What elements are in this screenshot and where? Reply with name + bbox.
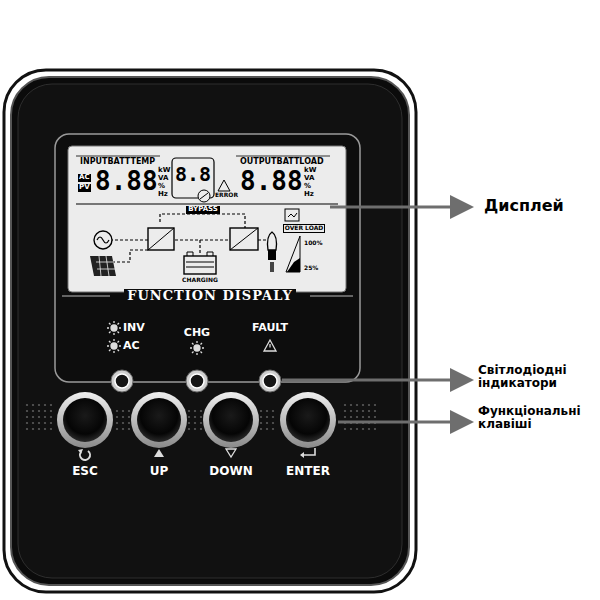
unit-label: kW xyxy=(304,167,316,175)
led-label: AC xyxy=(123,340,140,352)
source-tag: PV xyxy=(78,184,91,192)
load-level: 25% xyxy=(304,265,318,272)
unit-label: kW xyxy=(158,167,170,175)
led-label: INV xyxy=(123,322,145,334)
unit-label: Hz xyxy=(158,191,168,199)
lcd-digits: 8.88 xyxy=(240,167,303,196)
unit-label: VA xyxy=(304,175,314,183)
error-label: ERROR xyxy=(215,192,238,199)
load-level: 100% xyxy=(304,240,323,247)
lcd-digits: 8.8 xyxy=(175,163,211,185)
lcd-digits: 8.88 xyxy=(95,167,158,196)
key-label: ESC xyxy=(72,465,98,478)
led-label: CHG xyxy=(184,327,210,339)
unit-label: % xyxy=(304,183,311,191)
source-tag: AC xyxy=(78,174,91,182)
panel-title: FUNCTION DISPALY xyxy=(124,289,296,303)
overload-label: OVER LOAD xyxy=(283,224,326,233)
callout-label: Функціональні клавіші xyxy=(478,405,596,431)
unit-label: VA xyxy=(158,175,168,183)
lcd-heading: INPUTBATTTEMP xyxy=(80,158,155,167)
charging-label: CHARGING xyxy=(182,277,218,284)
bypass-label: BYPASS xyxy=(186,206,220,214)
unit-label: % xyxy=(158,183,165,191)
unit-label: Hz xyxy=(304,191,314,199)
key-label: UP xyxy=(150,465,169,478)
callout-label: Дисплей xyxy=(484,197,564,215)
key-label: DOWN xyxy=(209,465,252,478)
led-label: FAULT xyxy=(252,322,288,334)
callout-label: Світлодіодні індикатори xyxy=(478,364,596,390)
key-label: ENTER xyxy=(286,465,330,478)
lcd-heading: OUTPUTBATTLOAD xyxy=(240,158,324,167)
